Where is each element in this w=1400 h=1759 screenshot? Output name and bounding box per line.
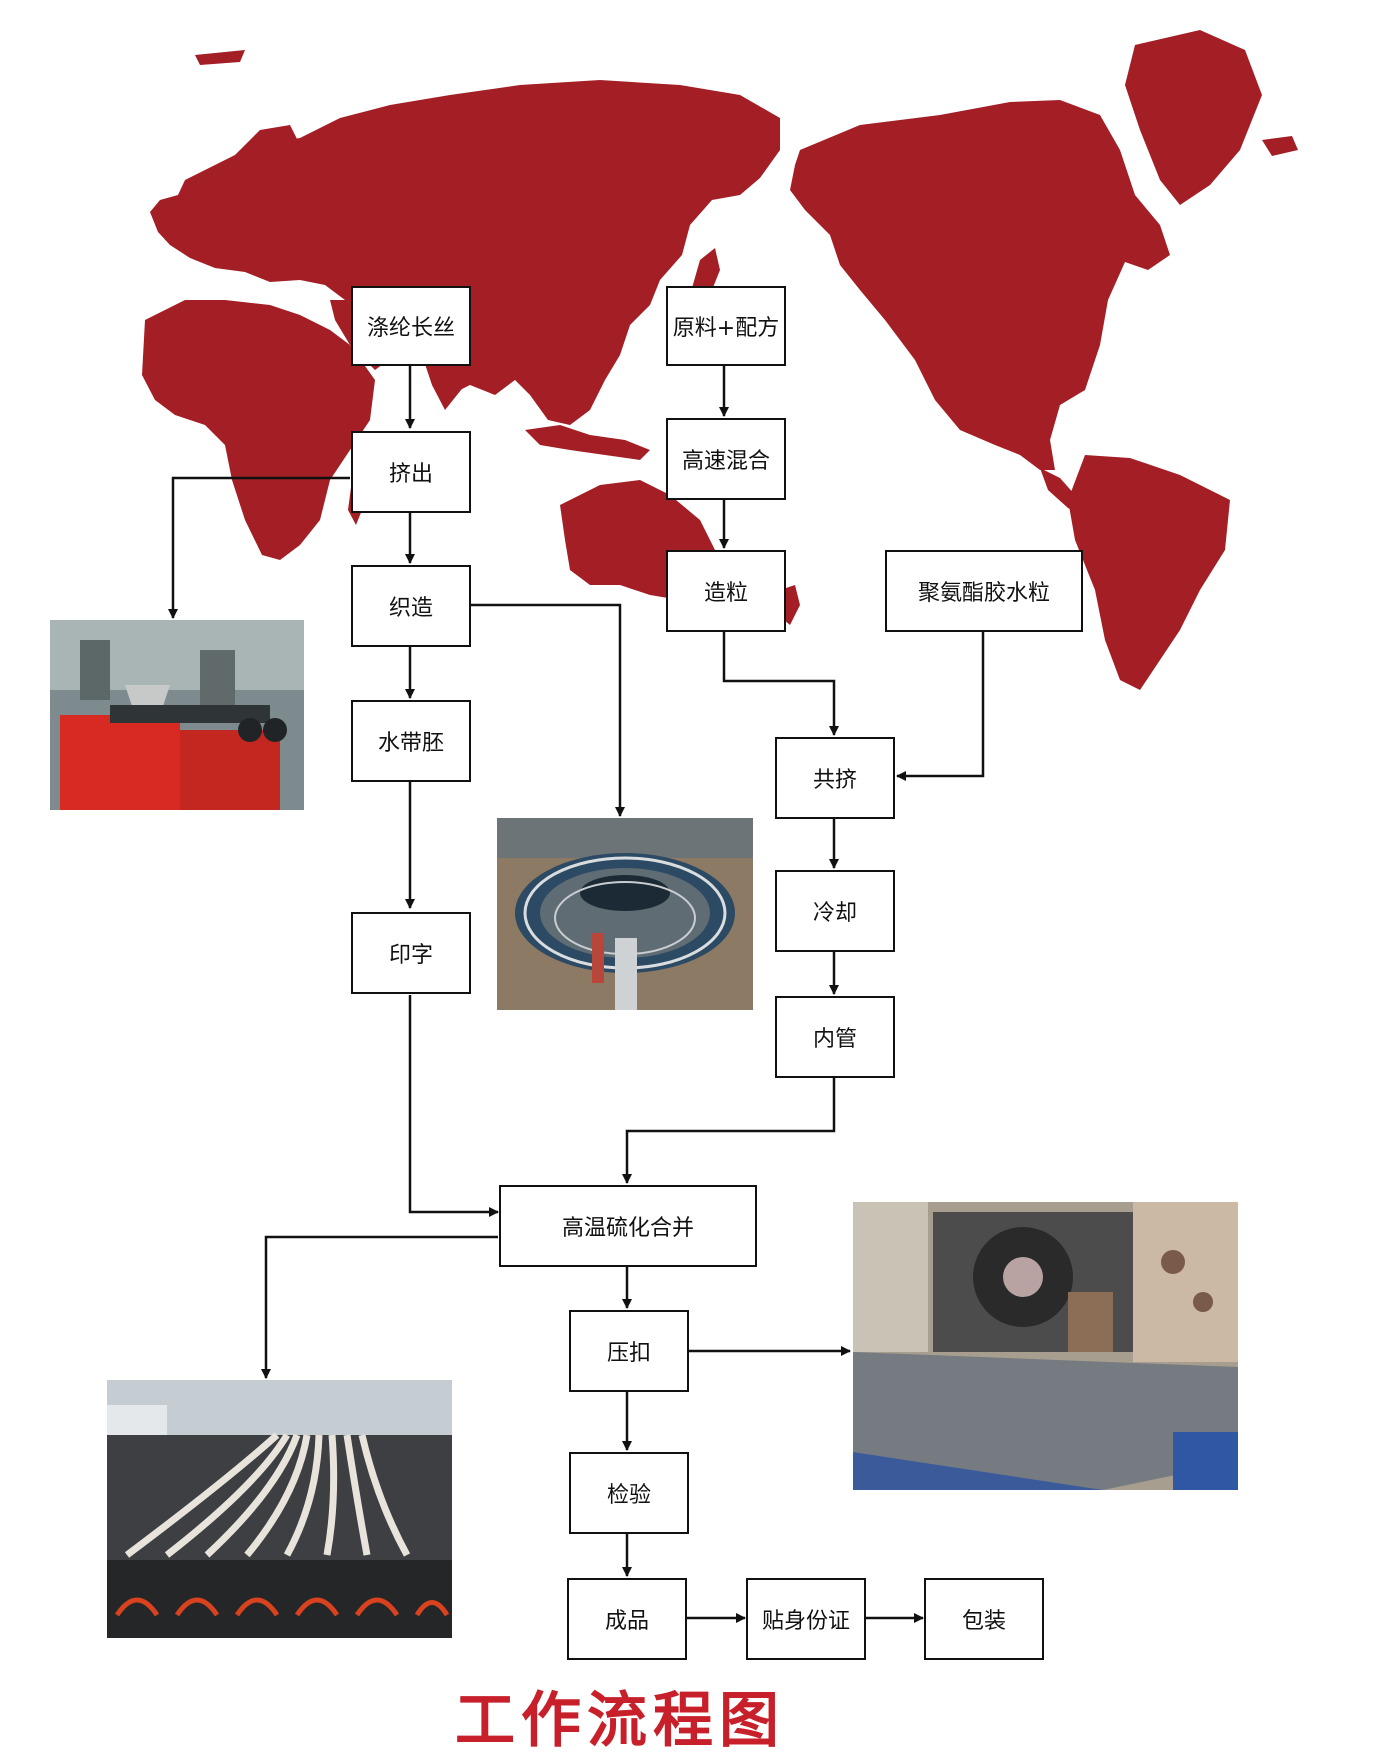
crimping-machine-photo [853,1202,1238,1490]
step-vulcanizing: 高温硫化合并 [499,1185,757,1267]
step-weaving: 织造 [351,565,471,647]
map-north-america [790,100,1170,470]
map-africa [142,300,375,560]
map-iceland [1262,136,1298,156]
circular-loom-photo [497,818,753,1010]
step-cooling: 冷却 [775,870,895,952]
map-uk [195,178,215,215]
step-inner-tube: 内管 [775,996,895,1078]
map-indonesia [525,425,650,460]
map-eurasia [150,80,780,425]
step-mixing: 高速混合 [666,418,786,500]
step-extrusion: 挤出 [351,431,471,513]
map-svalbard [195,50,245,65]
extrusion-machine-photo [50,620,304,810]
step-finished-product: 成品 [567,1578,687,1660]
step-inspection: 检验 [569,1452,689,1534]
vulcanizing-line-photo [107,1380,452,1638]
step-tpu-pellets: 聚氨酯胶水粒 [885,550,1083,632]
step-id-label: 贴身份证 [746,1578,866,1660]
step-pelletizing: 造粒 [666,550,786,632]
map-south-america [1068,455,1230,690]
step-printing: 印字 [351,912,471,994]
step-hose-blank: 水带胚 [351,700,471,782]
diagram-title: 工作流程图 [455,1686,785,1756]
map-scandinavia [230,125,300,185]
step-packaging: 包装 [924,1578,1044,1660]
step-raw-material: 原料+配方 [666,286,786,366]
step-coextrusion: 共挤 [775,737,895,819]
step-crimping: 压扣 [569,1310,689,1392]
step-polyester-yarn: 涤纶长丝 [351,286,471,366]
map-greenland [1125,30,1262,205]
